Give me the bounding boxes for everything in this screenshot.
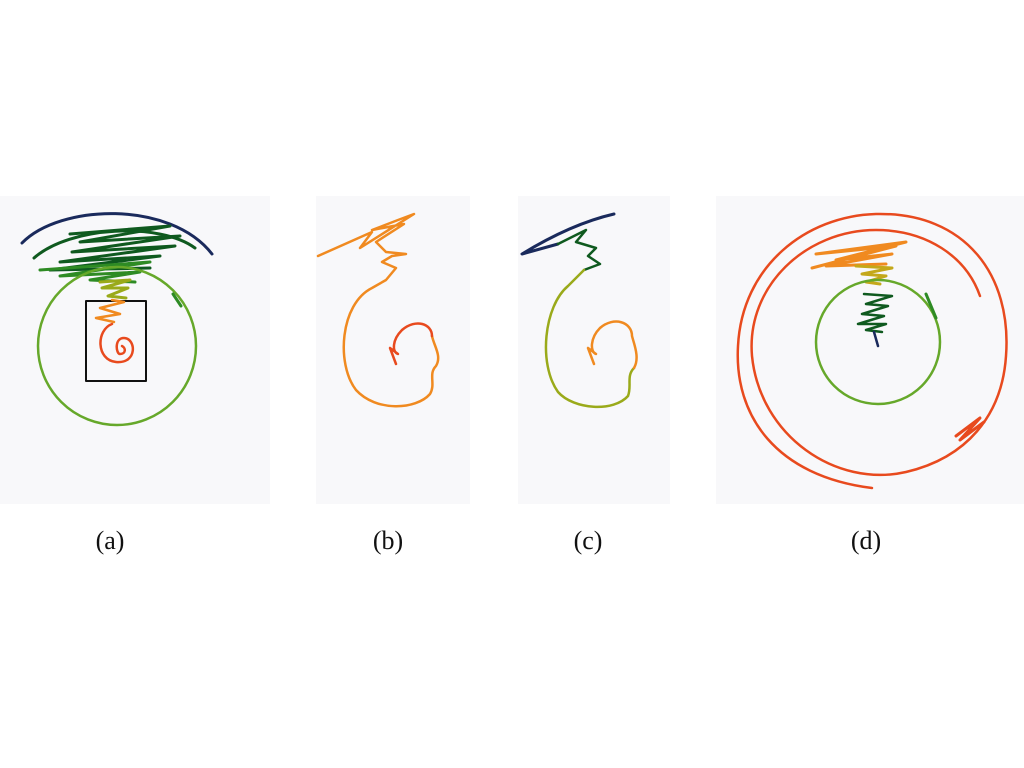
yellow-green-wiggle: [98, 278, 132, 300]
orange-trajectory: [316, 212, 440, 408]
navy-tip: [872, 330, 880, 348]
dark-green-scribble: [48, 224, 182, 272]
yellow-green-trajectory: [544, 268, 636, 408]
panel-b-drawing: [316, 212, 440, 408]
navy-arc: [20, 212, 214, 256]
caption-b: (b): [372, 526, 404, 555]
inner-circle: [814, 278, 942, 406]
green-trajectory: [556, 228, 602, 272]
outer-red-spiral: [736, 212, 1008, 490]
panel-c: (c): [518, 196, 670, 555]
dark-green-wiggle: [856, 292, 894, 334]
caption-d: (d): [850, 526, 882, 555]
red-spiral: [99, 322, 134, 364]
orange-scribble: [810, 240, 908, 270]
olive-scribble: [854, 264, 894, 286]
orange-wiggle: [94, 298, 126, 324]
green-scribble: [38, 260, 152, 284]
caption-a: (a): [95, 526, 125, 555]
green-tick: [924, 292, 938, 320]
panel-d: (d): [716, 196, 1024, 555]
panel-c-drawing: [520, 212, 638, 408]
panel-a-drawing: [20, 212, 214, 427]
reference-circle: [36, 265, 198, 427]
olive-orange-spiral: [586, 320, 638, 370]
circle-tick: [171, 292, 183, 308]
caption-c: (c): [573, 526, 603, 555]
panel-a: (a): [0, 196, 270, 555]
panel-b: (b): [316, 196, 470, 555]
red-spiral: [388, 322, 434, 366]
red-band-mark: [954, 416, 986, 442]
panel-d-drawing: [736, 212, 1008, 490]
navy-trajectory-start: [520, 212, 616, 256]
